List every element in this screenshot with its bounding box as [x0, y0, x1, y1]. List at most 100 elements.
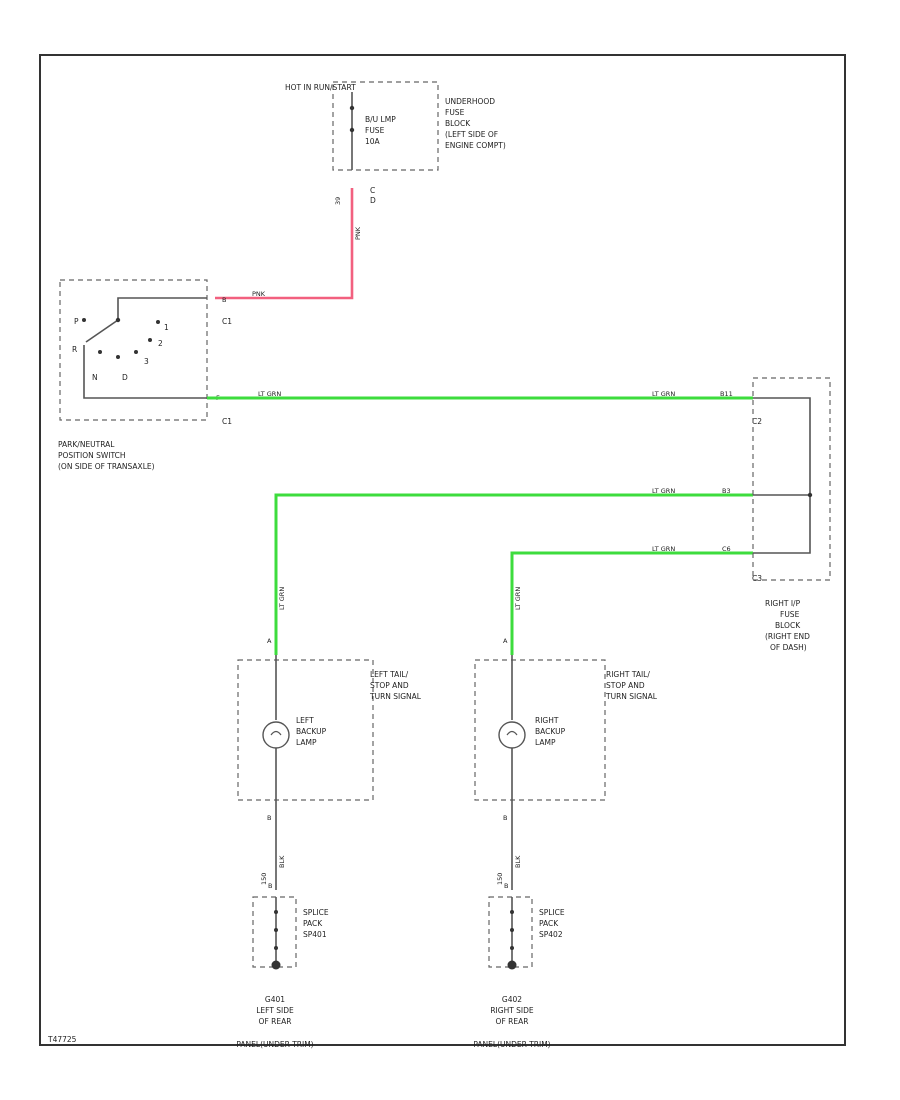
ground-right-line-3: OF REAR [496, 1017, 529, 1026]
gear-contact-5 [156, 320, 160, 324]
left-branch-pin: B3 [722, 487, 731, 495]
right-assembly-label-1: RIGHT TAIL/ [606, 670, 650, 679]
right-lamp-assembly: A RIGHT BACKUP LAMP RIGHT TAIL/ STOP AND… [474, 637, 658, 890]
switch-outline [59, 279, 208, 421]
ground-right-line-4: PANEL(UNDER TRIM) [473, 1040, 550, 1049]
pink-wire-connector: C1 [222, 317, 232, 326]
splice-left-label-1: SPLICE [303, 908, 329, 917]
left-lamp-assembly: A LEFT BACKUP LAMP LEFT TAIL/ STOP AND T… [237, 637, 422, 890]
right-lamp-pin-top: A [503, 637, 508, 645]
left-lamp-filament [270, 730, 282, 736]
gear-2: 2 [158, 339, 163, 348]
left-ground-wire-color: BLK [278, 855, 286, 868]
right-ground-circuit: 150 [496, 873, 504, 885]
left-lamp-label-2: BACKUP [296, 727, 327, 736]
connector-c-label: C [370, 186, 375, 195]
splice-left-label-3: SP401 [303, 930, 327, 939]
underhood-line-4: (LEFT SIDE OF [445, 130, 498, 139]
splice-left-dot-1 [274, 910, 278, 914]
underhood-line-3: BLOCK [445, 119, 471, 128]
main-wire-connector: C2 [752, 417, 762, 426]
right-ip-label-1: RIGHT I/P [765, 599, 801, 608]
gear-1: 1 [164, 323, 169, 332]
ground-right-line-2: RIGHT SIDE [490, 1006, 534, 1015]
gear-contact-1 [98, 350, 102, 354]
switch-label-3: (ON SIDE OF TRANSAXLE) [58, 462, 155, 471]
right-branch-color-vertical: LT GRN [514, 587, 522, 610]
right-branch-color: LT GRN [652, 545, 675, 553]
switch-output-wire [83, 345, 207, 399]
fuse-name: B/U LMP [365, 115, 396, 124]
underhood-line-5: ENGINE COMPT) [445, 141, 506, 150]
pink-wire-group: PNK 39 B PNK C1 [215, 188, 362, 326]
switch-blade [85, 319, 119, 343]
right-lamp-label-1: RIGHT [535, 716, 559, 725]
right-ip-label-2: FUSE [780, 610, 800, 619]
left-branch-color-vertical: LT GRN [278, 587, 286, 610]
pink-wire-color-horizontal: PNK [252, 290, 266, 298]
underhood-line-1: UNDERHOOD [445, 97, 495, 106]
splice-left-dot-2 [274, 928, 278, 932]
right-lamp-label-2: BACKUP [535, 727, 566, 736]
right-lamp-label-3: LAMP [535, 738, 556, 747]
splice-left-dot-3 [274, 946, 278, 950]
ground-right-line-1: G402 [502, 995, 522, 1004]
gear-3: 3 [144, 357, 149, 366]
fuse-terminal-bottom [349, 127, 355, 133]
ground-left-line-1: G401 [265, 995, 285, 1004]
gear-n: N [92, 373, 98, 382]
gear-contact-2 [116, 355, 120, 359]
left-lamp-pin-bottom: B [267, 814, 271, 822]
gear-contact-4 [148, 338, 152, 342]
right-branch-green-wire [510, 551, 753, 655]
right-lamp-bulb-icon [498, 721, 526, 749]
splice-right-label-3: SP402 [539, 930, 563, 939]
splice-left-pin: B [268, 882, 272, 890]
splice-left-label-2: PACK [303, 919, 323, 928]
ground-left-line-3: OF REAR [259, 1017, 292, 1026]
main-wire-color-right: LT GRN [652, 390, 675, 398]
switch-feed-wire [117, 297, 207, 320]
splice-right-label-2: PACK [539, 919, 559, 928]
fuse-terminal-top [349, 105, 355, 111]
switch-pivot [115, 317, 121, 323]
left-lamp-bulb-icon [262, 721, 290, 749]
left-branch-green-wire [274, 493, 753, 655]
splice-right-label-1: SPLICE [539, 908, 565, 917]
hot-in-run-start-label: HOT IN RUN/START [285, 83, 356, 92]
right-ground-wire-color: BLK [514, 855, 522, 868]
gear-contact-3 [134, 350, 138, 354]
splice-right-pin: B [504, 882, 508, 890]
left-assembly-label-3: TURN SIGNAL [369, 692, 422, 701]
right-assembly-label-3: TURN SIGNAL [605, 692, 658, 701]
gear-d: D [122, 373, 128, 382]
left-lamp-label-1: LEFT [296, 716, 314, 725]
footer-code: T47725 [47, 1035, 77, 1044]
diagram-frame [39, 54, 846, 1046]
left-assembly-label-1: LEFT TAIL/ [370, 670, 409, 679]
right-assembly-label-2: STOP AND [606, 681, 645, 690]
right-lamp-filament [506, 730, 518, 736]
underhood-fuse-block: HOT IN RUN/START B/U LMP FUSE 10A UNDERH… [285, 81, 506, 205]
splice-pack-right: B SPLICE PACK SP402 [488, 882, 565, 970]
right-ip-fuse-block: RIGHT I/P FUSE BLOCK (RIGHT END OF DASH) [752, 377, 831, 652]
left-assembly-label-2: STOP AND [370, 681, 409, 690]
switch-label-2: POSITION SWITCH [58, 451, 126, 460]
switch-connector: C1 [222, 417, 232, 426]
underhood-line-2: FUSE [445, 108, 465, 117]
right-ip-label-5: OF DASH) [770, 643, 807, 652]
splice-right-outline [488, 896, 533, 968]
ground-right-icon [507, 960, 517, 970]
park-neutral-switch: P R N D 3 2 1 F C1 PARK/NEUTRAL POSITION… [58, 279, 232, 471]
fuse-rating: 10A [365, 137, 381, 146]
gear-contact-p [82, 318, 86, 322]
right-branch-connector: C3 [752, 574, 762, 583]
right-ip-fuse-block-outline [752, 377, 831, 581]
ground-left-line-2: LEFT SIDE [256, 1006, 294, 1015]
splice-right-dot-1 [510, 910, 514, 914]
connector-d-label: D [370, 196, 376, 205]
left-lamp-outline [237, 659, 374, 801]
right-ip-bus [753, 397, 811, 554]
pink-wire-color-vertical: PNK [354, 226, 362, 240]
